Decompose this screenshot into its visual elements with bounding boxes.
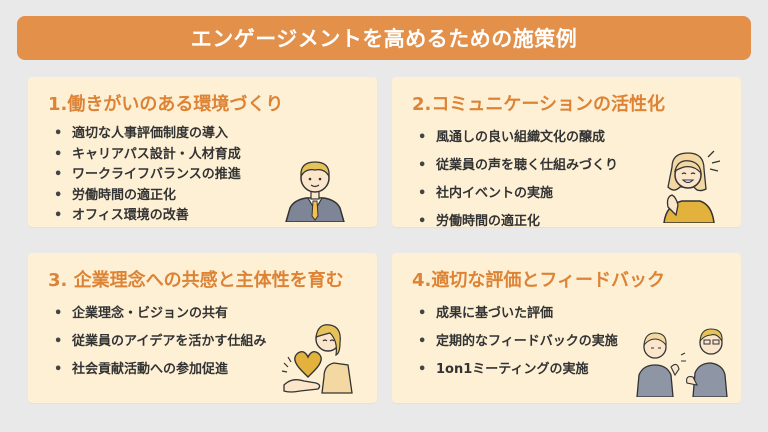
card-item-list: 企業理念・ビジョンの共有 従業員のアイデアを活かす仕組み 社会貢献活動への参加促… <box>48 300 266 384</box>
card-philosophy: 3. 企業理念への共感と主体性を育む 企業理念・ビジョンの共有 従業員のアイデア… <box>28 253 377 403</box>
list-item: 労働時間の適正化 <box>412 208 618 236</box>
woman-with-heart-icon <box>278 315 354 395</box>
card-title: 3. 企業理念への共感と主体性を育む <box>48 270 344 291</box>
card-feedback: 4.適切な評価とフィードバック 成果に基づいた評価 定期的なフィードバックの実施… <box>392 253 741 403</box>
list-item: 1on1ミーティングの実施 <box>412 356 618 384</box>
list-item: 社内イベントの実施 <box>412 180 618 208</box>
list-item: 風通しの良い組織文化の醸成 <box>412 124 618 152</box>
card-item-list: 適切な人事評価制度の導入 キャリアパス設計・人材育成 ワークライフバランスの推進… <box>48 124 241 227</box>
list-item: ワークライフバランスの推進 <box>48 165 241 186</box>
list-item: 成果に基づいた評価 <box>412 300 618 328</box>
list-item: 定期的なフィードバックの実施 <box>412 328 618 356</box>
list-item: 企業理念・ビジョンの共有 <box>48 300 266 328</box>
card-item-list: 成果に基づいた評価 定期的なフィードバックの実施 1on1ミーティングの実施 <box>412 300 618 384</box>
card-title: 4.適切な評価とフィードバック <box>412 270 666 291</box>
list-item: 社会貢献活動への参加促進 <box>48 356 266 384</box>
list-item: 従業員の声を聴く仕組みづくり <box>412 152 618 180</box>
list-item: オフィス環境の改善 <box>48 206 241 227</box>
list-item: 従業員のアイデアを活かす仕組み <box>48 328 266 356</box>
list-item: キャリアパス設計・人材育成 <box>48 145 241 166</box>
card-title: 1.働きがいのある環境づくり <box>48 94 284 115</box>
businessman-icon <box>280 152 350 222</box>
list-item: 適切な人事評価制度の導入 <box>48 124 241 145</box>
card-item-list: 風通しの良い組織文化の醸成 従業員の声を聴く仕組みづくり 社内イベントの実施 労… <box>412 124 618 236</box>
clapping-woman-icon <box>654 149 726 223</box>
title-bar: エンゲージメントを高めるための施策例 <box>17 16 751 60</box>
card-work-environment: 1.働きがいのある環境づくり 適切な人事評価制度の導入 キャリアパス設計・人材育… <box>28 77 377 227</box>
card-title: 2.コミュニケーションの活性化 <box>412 94 666 115</box>
list-item: 労働時間の適正化 <box>48 186 241 207</box>
page-title: エンゲージメントを高めるための施策例 <box>190 27 578 51</box>
card-communication: 2.コミュニケーションの活性化 風通しの良い組織文化の醸成 従業員の声を聴く仕組… <box>392 77 741 236</box>
two-people-talking-icon <box>635 317 731 397</box>
